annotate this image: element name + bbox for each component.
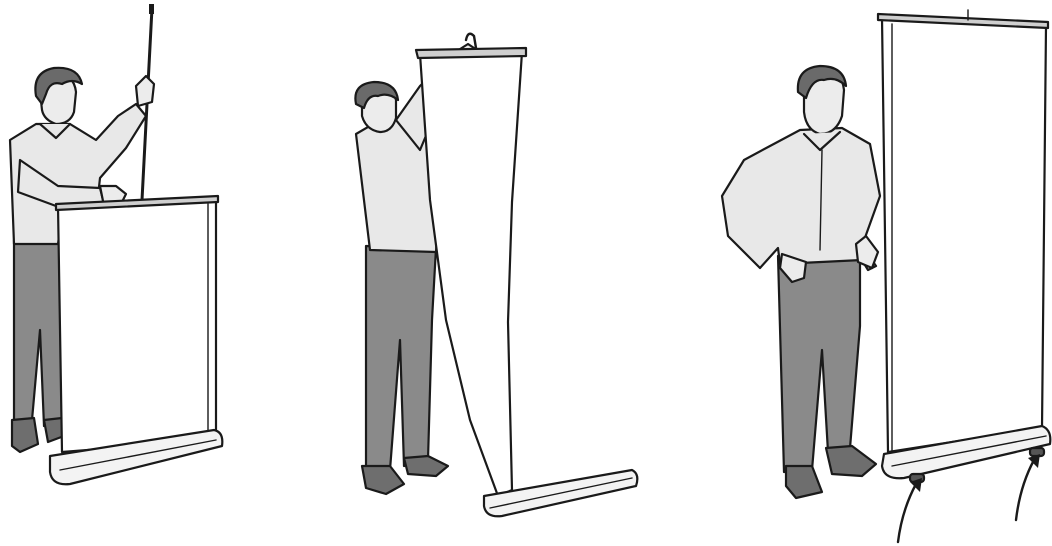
- arrow-icon: [898, 478, 922, 542]
- step-3-panel: [722, 10, 1050, 542]
- banner-icon: [416, 34, 637, 517]
- person-icon: [722, 66, 880, 498]
- banner-icon: [50, 196, 222, 484]
- step-1-panel: [10, 4, 222, 484]
- arrow-icon: [1016, 454, 1040, 520]
- banner-icon: [878, 10, 1050, 482]
- step-2-panel: [355, 34, 637, 517]
